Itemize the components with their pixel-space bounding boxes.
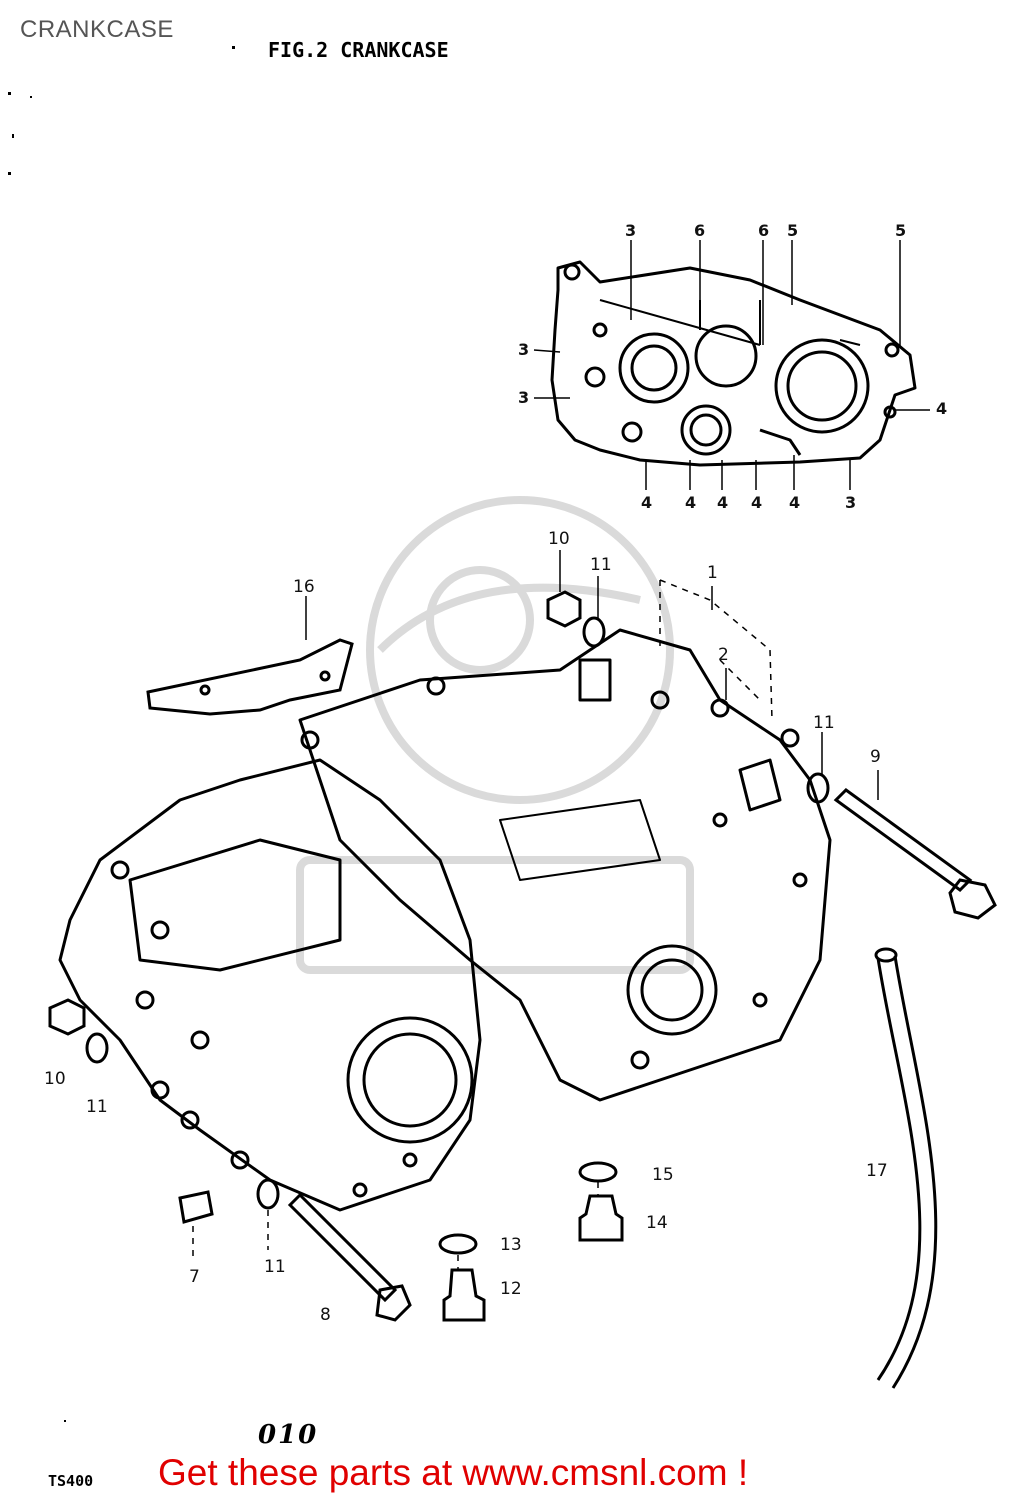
inset-label-left-1: 3 bbox=[518, 340, 529, 359]
part-label-17: 17 bbox=[866, 1161, 888, 1181]
part-label-15: 15 bbox=[652, 1165, 674, 1185]
part-9-bolt bbox=[833, 788, 997, 920]
inset-label-bottom-3: 4 bbox=[717, 493, 728, 512]
part-label-13: 13 bbox=[500, 1235, 522, 1255]
inset-label-top-3: 6 bbox=[758, 221, 769, 240]
part-13-gasket bbox=[438, 1233, 478, 1255]
model-code: TS400 bbox=[48, 1472, 94, 1490]
part-label-14: 14 bbox=[646, 1213, 668, 1233]
inset-label-bottom-1: 4 bbox=[641, 493, 652, 512]
page-code: 010 bbox=[258, 1420, 319, 1450]
part-label-11-a: 11 bbox=[590, 555, 612, 575]
watermark-logo bbox=[296, 496, 694, 974]
inset-label-bottom-2: 4 bbox=[685, 493, 696, 512]
inset-label-right-1: 4 bbox=[936, 399, 947, 418]
scan-specks bbox=[8, 46, 235, 1422]
part-10-nut-lower bbox=[48, 998, 86, 1036]
part-7-dowel bbox=[178, 1190, 214, 1224]
main-leader-lines-solid bbox=[305, 550, 879, 800]
part-label-11-d: 11 bbox=[264, 1257, 286, 1277]
part-label-9: 9 bbox=[870, 747, 881, 767]
part-label-group: 1 2 7 8 9 10 10 11 11 11 11 12 13 14 15 … bbox=[44, 529, 888, 1325]
part-label-7: 7 bbox=[189, 1267, 200, 1287]
part-11-washer-b bbox=[806, 772, 830, 804]
main-leader-lines bbox=[192, 579, 773, 1270]
inset-label-top-4: 5 bbox=[787, 221, 798, 240]
figure-title: FIG.2 CRANKCASE bbox=[268, 38, 449, 62]
part-label-10-upper: 10 bbox=[548, 529, 570, 549]
inset-leader-lines bbox=[533, 240, 930, 490]
part-label-11-c: 11 bbox=[86, 1097, 108, 1117]
part-label-1: 1 bbox=[707, 563, 718, 583]
page-header-title: CRANKCASE bbox=[20, 16, 174, 43]
part-14-plug bbox=[578, 1194, 624, 1242]
inset-label-top-1: 3 bbox=[625, 221, 636, 240]
inset-label-bottom-6: 3 bbox=[845, 493, 856, 512]
part-11-washer-c bbox=[85, 1032, 109, 1064]
inset-label-bottom-4: 4 bbox=[751, 493, 762, 512]
part-11-washer-d bbox=[256, 1178, 280, 1210]
crankcase-assembly bbox=[58, 628, 832, 1212]
inset-label-bottom-5: 4 bbox=[789, 493, 800, 512]
inset-label-group: 3 6 6 5 5 3 3 4 4 4 4 4 4 3 bbox=[518, 221, 947, 512]
part-16-plate bbox=[146, 638, 354, 716]
part-label-10-lower: 10 bbox=[44, 1069, 66, 1089]
part-label-16: 16 bbox=[293, 577, 315, 597]
part-8-bolt bbox=[287, 1192, 412, 1322]
part-label-11-b: 11 bbox=[813, 713, 835, 733]
inset-label-top-2: 6 bbox=[694, 221, 705, 240]
part-label-8: 8 bbox=[320, 1305, 331, 1325]
part-11-washer-a bbox=[582, 616, 606, 648]
footer-cta-link[interactable]: Get these parts at www.cmsnl.com ! bbox=[158, 1452, 749, 1493]
inset-label-left-2: 3 bbox=[518, 388, 529, 407]
small-parts bbox=[48, 590, 830, 1322]
part-15-gasket bbox=[578, 1161, 618, 1183]
part-12-plug bbox=[442, 1268, 486, 1322]
part-10-nut-upper bbox=[546, 590, 582, 628]
part-label-2: 2 bbox=[718, 645, 729, 665]
part-17-hose bbox=[874, 947, 938, 1389]
inset-label-top-5: 5 bbox=[895, 221, 906, 240]
part-label-12: 12 bbox=[500, 1279, 522, 1299]
crankcase-inset-view bbox=[550, 260, 917, 467]
